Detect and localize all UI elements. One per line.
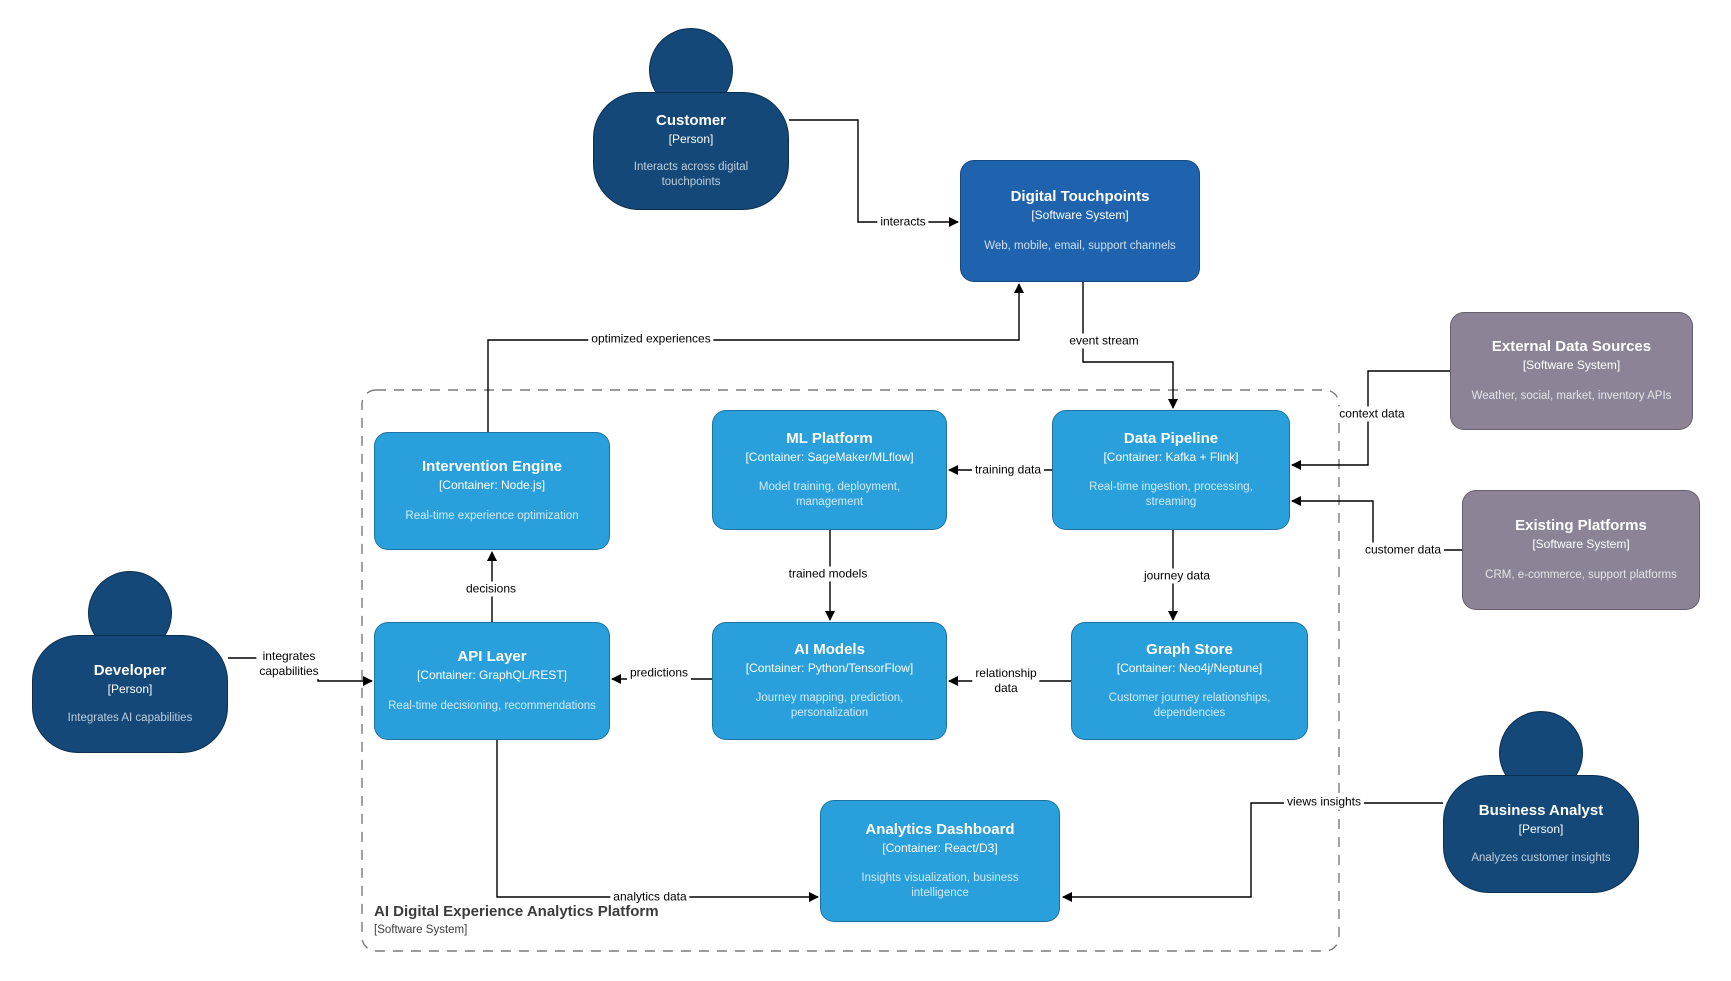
node-title: AI Models bbox=[794, 640, 865, 658]
node-subtitle: [Container: Neo4j/Neptune] bbox=[1116, 660, 1263, 675]
node-description: Integrates AI capabilities bbox=[67, 711, 193, 724]
node-description: Journey mapping, prediction, personaliza… bbox=[755, 692, 904, 720]
person-business-analyst[interactable]: Business Analyst [Person] Analyzes custo… bbox=[1443, 711, 1639, 893]
node-title: ML Platform bbox=[786, 429, 873, 447]
node-description: Real-time decisioning, recommendations bbox=[388, 699, 596, 712]
person-body: Business Analyst [Person] Analyzes custo… bbox=[1443, 775, 1639, 893]
external-system-external-data-sources[interactable]: External Data Sources [Software System] … bbox=[1450, 312, 1693, 430]
node-title: API Layer bbox=[457, 648, 527, 666]
connector-views-insights bbox=[1062, 802, 1443, 902]
node-subtitle: [Container: Kafka + Flink] bbox=[1103, 449, 1239, 464]
connector-interacts bbox=[789, 119, 959, 227]
node-description: Customer journey relationships, dependen… bbox=[1108, 692, 1271, 720]
edge-label-optimized-experiences: optimized experiences bbox=[588, 331, 714, 347]
edge-label-training-data: training data bbox=[971, 462, 1045, 478]
external-system-existing-platforms[interactable]: Existing Platforms [Software System] CRM… bbox=[1462, 490, 1700, 610]
edge-label-trained-models: trained models bbox=[785, 566, 871, 582]
node-title: Data Pipeline bbox=[1123, 429, 1219, 447]
person-body: Developer [Person] Integrates AI capabil… bbox=[32, 635, 228, 753]
node-subtitle: [Container: React/D3] bbox=[882, 840, 998, 855]
container-ai-models[interactable]: AI Models [Container: Python/TensorFlow]… bbox=[712, 622, 947, 740]
node-title: Customer bbox=[655, 111, 726, 129]
node-description: Real-time ingestion, processing, streami… bbox=[1089, 481, 1253, 509]
edge-label-journey-data: journey data bbox=[1140, 568, 1214, 584]
node-description: Analyzes customer insights bbox=[1471, 851, 1611, 864]
node-title: Developer bbox=[93, 662, 167, 680]
edge-label-customer-data: customer data bbox=[1361, 542, 1445, 558]
node-title: Graph Store bbox=[1146, 640, 1233, 658]
node-description: Model training, deployment, management bbox=[758, 481, 901, 509]
connector-analytics-data bbox=[496, 740, 819, 902]
node-subtitle: [Container: Python/TensorFlow] bbox=[745, 660, 914, 675]
boundary-subtitle: [Software System] bbox=[374, 924, 468, 936]
node-subtitle: [Container: Node.js] bbox=[438, 478, 546, 493]
edge-label-interacts: interacts bbox=[877, 214, 929, 230]
edge-label-context-data: context data bbox=[1336, 406, 1408, 422]
container-graph-store[interactable]: Graph Store [Container: Neo4j/Neptune] C… bbox=[1071, 622, 1308, 740]
node-title: Existing Platforms bbox=[1515, 517, 1647, 535]
system-digital-touchpoints[interactable]: Digital Touchpoints [Software System] We… bbox=[960, 160, 1200, 282]
edge-label-integrates-capabilities: integrates capabilities bbox=[256, 649, 322, 679]
node-subtitle: [Software System] bbox=[1031, 208, 1129, 223]
node-subtitle: [Container: GraphQL/REST] bbox=[416, 668, 568, 683]
node-title: Digital Touchpoints bbox=[1010, 188, 1150, 206]
node-description: Interacts across digital touchpoints bbox=[633, 161, 749, 189]
node-subtitle: [Software System] bbox=[1522, 358, 1621, 373]
container-ml-platform[interactable]: ML Platform [Container: SageMaker/MLflow… bbox=[712, 410, 947, 530]
node-description: Insights visualization, business intelli… bbox=[861, 872, 1019, 900]
node-subtitle: [Person] bbox=[668, 131, 714, 146]
node-subtitle: [Person] bbox=[1518, 822, 1564, 837]
node-description: Web, mobile, email, support channels bbox=[984, 239, 1176, 252]
node-subtitle: [Container: SageMaker/MLflow] bbox=[745, 449, 914, 464]
container-analytics-dashboard[interactable]: Analytics Dashboard [Container: React/D3… bbox=[820, 800, 1060, 922]
node-description: Real-time experience optimization bbox=[405, 509, 579, 522]
edge-label-event-stream: event stream bbox=[1066, 333, 1142, 349]
container-api-layer[interactable]: API Layer [Container: GraphQL/REST] Real… bbox=[374, 622, 610, 740]
person-body: Customer [Person] Interacts across digit… bbox=[593, 92, 789, 210]
container-data-pipeline[interactable]: Data Pipeline [Container: Kafka + Flink]… bbox=[1052, 410, 1290, 530]
edge-label-predictions: predictions bbox=[626, 665, 692, 681]
person-developer[interactable]: Developer [Person] Integrates AI capabil… bbox=[32, 571, 228, 753]
edge-label-decisions: decisions bbox=[462, 581, 520, 597]
node-description: Weather, social, market, inventory APIs bbox=[1471, 389, 1672, 402]
node-title: Business Analyst bbox=[1478, 802, 1604, 820]
node-title: Intervention Engine bbox=[421, 458, 562, 476]
node-subtitle: [Person] bbox=[107, 682, 153, 697]
node-title: External Data Sources bbox=[1491, 338, 1652, 356]
edge-label-views-insights: views insights bbox=[1283, 794, 1365, 810]
boundary-title: AI Digital Experience Analytics Platform bbox=[374, 903, 659, 920]
boundary-label: AI Digital Experience Analytics Platform… bbox=[374, 903, 659, 938]
container-intervention-engine[interactable]: Intervention Engine [Container: Node.js]… bbox=[374, 432, 610, 550]
edge-label-relationship-data: relationship data bbox=[972, 666, 1040, 696]
person-customer[interactable]: Customer [Person] Interacts across digit… bbox=[593, 28, 789, 210]
edge-label-analytics-data: analytics data bbox=[610, 889, 690, 905]
node-title: Analytics Dashboard bbox=[865, 820, 1015, 838]
node-subtitle: [Software System] bbox=[1532, 537, 1630, 552]
node-description: CRM, e-commerce, support platforms bbox=[1485, 568, 1677, 581]
